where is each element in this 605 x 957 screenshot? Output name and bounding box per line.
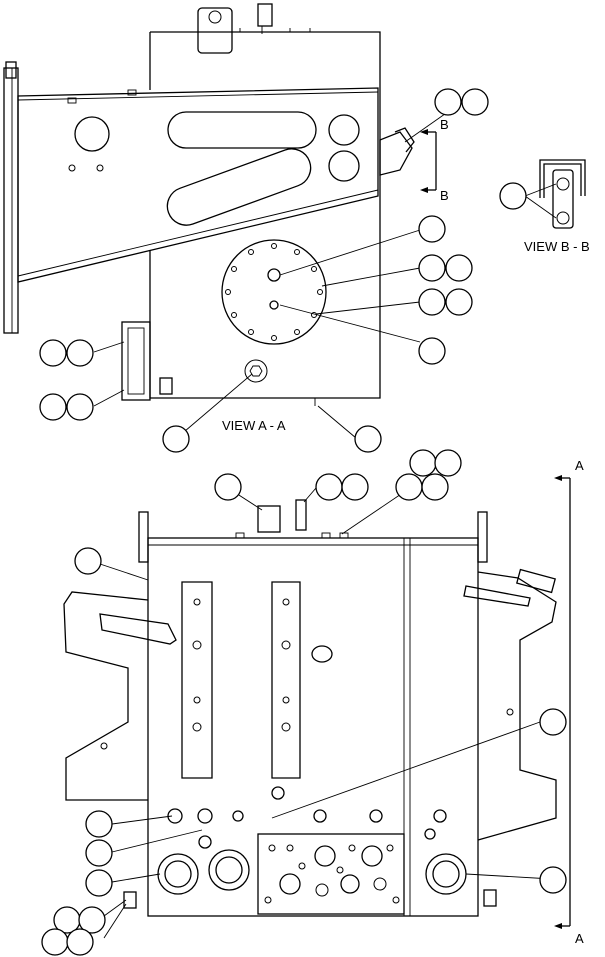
view-a-assembly [3, 3, 415, 406]
left-mount-bar [3, 67, 19, 334]
lifting-eye [197, 7, 233, 54]
section-a-label-top: A [575, 458, 584, 473]
view-b-title: VIEW B - B [524, 239, 590, 254]
strap-center [271, 581, 301, 779]
section-b-label-top: B [440, 117, 449, 132]
callout-balloon [499, 182, 527, 210]
callout-balloon [418, 254, 446, 282]
callout-balloon [74, 547, 102, 575]
callout-balloon [418, 215, 446, 243]
callout-balloon [341, 473, 369, 501]
callout-balloon [78, 906, 106, 934]
callout-balloon [315, 473, 343, 501]
callout-balloon [354, 425, 382, 453]
plate-hole-large [74, 116, 110, 152]
callout-balloon [434, 88, 462, 116]
callout-balloon [461, 88, 489, 116]
top-fitting-b [295, 499, 307, 531]
callout-balloon [66, 393, 94, 421]
section-b-marker: B B [420, 117, 449, 203]
bracket [539, 159, 586, 198]
slot-upper [167, 111, 317, 149]
callout-balloon [445, 288, 473, 316]
callout-balloon [66, 928, 94, 956]
callout-balloon [434, 449, 462, 477]
section-b-label-bottom: B [440, 188, 449, 203]
section-a-marker: A A [554, 458, 584, 946]
strap-left [181, 581, 213, 779]
callout-balloon [66, 339, 94, 367]
callout-balloon [162, 425, 190, 453]
left-bracket [63, 591, 149, 801]
callout-balloon [214, 473, 242, 501]
lower-assembly [63, 499, 557, 917]
callout-balloon [41, 928, 69, 956]
slotted-plate [17, 87, 379, 283]
side-block [121, 321, 151, 401]
inspection-cover [221, 239, 327, 345]
bottom-ports [157, 786, 467, 895]
drain-plug [244, 359, 268, 383]
lifting-eye-hole [208, 10, 222, 24]
cover-bolt-holes [225, 243, 323, 341]
manifold-block [257, 833, 405, 915]
view-a-title: VIEW A - A [222, 418, 286, 433]
callout-balloon [409, 449, 437, 477]
callout-balloon [539, 708, 567, 736]
callout-balloon [39, 393, 67, 421]
callout-balloons [39, 88, 567, 956]
side-valve [379, 131, 413, 176]
slot-lower [166, 148, 312, 226]
section-a-label-bottom: A [575, 931, 584, 946]
callout-balloon [39, 339, 67, 367]
view-b-detail: VIEW B - B [524, 159, 590, 254]
callout-balloon [418, 337, 446, 365]
right-bracket [477, 571, 557, 841]
top-breather [257, 3, 273, 27]
callout-balloon [421, 473, 449, 501]
callout-balloon [445, 254, 473, 282]
callout-balloon [418, 288, 446, 316]
callout-balloon [85, 810, 113, 838]
callout-balloon [85, 869, 113, 897]
callout-balloon [395, 473, 423, 501]
callout-balloon [85, 839, 113, 867]
tank-front-outline [147, 537, 479, 917]
callout-balloon [539, 866, 567, 894]
top-fitting-a [257, 505, 281, 533]
